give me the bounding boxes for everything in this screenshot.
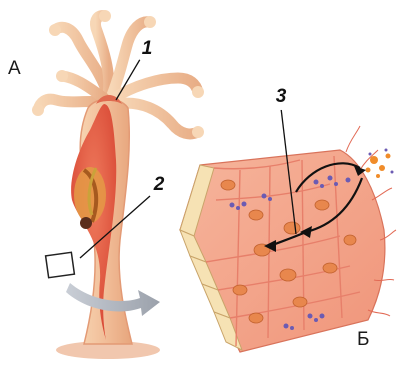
callout-2: 2	[146, 172, 172, 198]
tissue-block	[180, 108, 396, 352]
panel-label-a: А	[8, 58, 21, 80]
food-particles	[366, 154, 391, 179]
hydra-organism	[32, 10, 204, 359]
magnified-region-box	[46, 252, 75, 277]
panel-label-b: Б	[357, 329, 369, 351]
callout-3: 3	[268, 84, 294, 110]
callout-1: 1	[134, 36, 160, 62]
